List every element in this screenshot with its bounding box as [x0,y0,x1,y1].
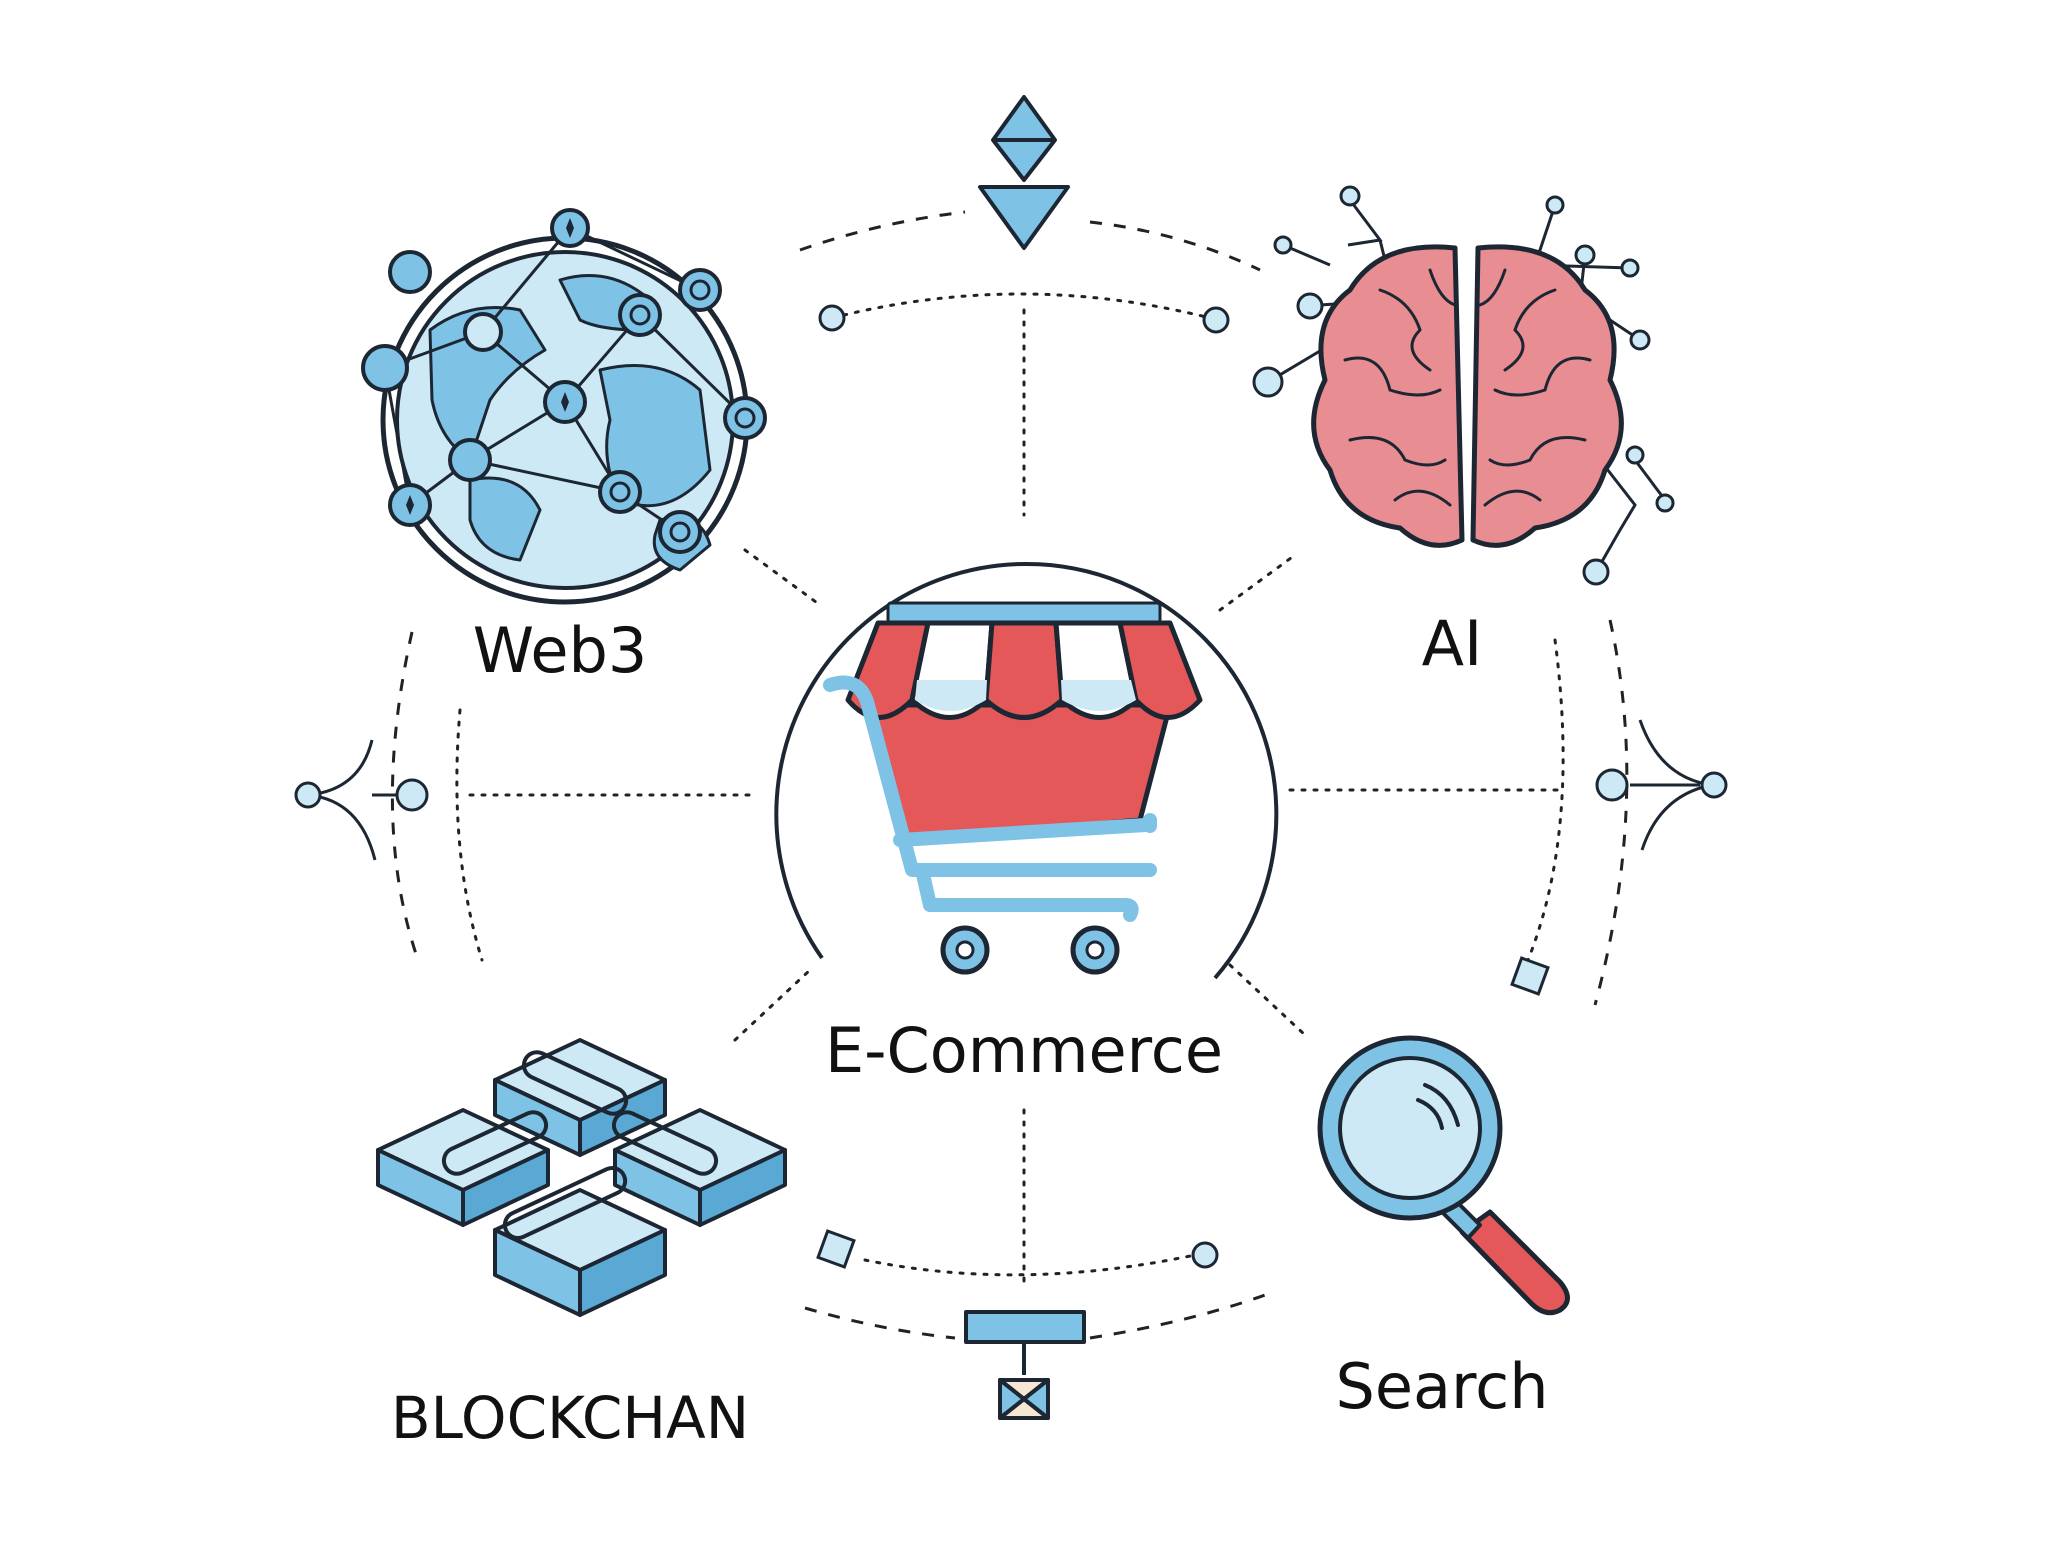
bottom-outer-right-arc [1089,1293,1266,1340]
node-ai: AI [1252,185,1675,680]
right-outer-arc [1593,619,1629,1006]
globe-network-icon [361,208,767,605]
diag-top-left [743,548,822,607]
top-diamond-icon [978,95,1070,250]
left-outer-arc [390,631,420,961]
bottom-inner-arc [863,1253,1197,1277]
diag-top-right [1218,553,1297,612]
node-label-web3: Web3 [473,614,648,687]
shopping-cart-icon [823,601,1203,975]
node-top-left [818,304,846,332]
node-label-search: Search [1335,1350,1548,1423]
node-label-ai: AI [1422,607,1483,680]
right-splitter [1595,719,1728,851]
node-top-right [1202,306,1230,334]
hub-ecommerce: E-Commerce [774,562,1279,1087]
top-right-arc [1089,220,1261,272]
top-left-arc [799,210,966,252]
node-search: Search [1317,1035,1570,1423]
linked-blocks-icon [376,1038,787,1317]
top-inner-arc [830,292,1212,320]
bottom-outer-left-arc [804,1306,956,1340]
left-splitter [294,739,429,861]
node-web3: Web3 [361,208,767,687]
bottom-bar-icon [964,1310,1086,1420]
diag-bottom-right [1228,963,1307,1037]
node-label-blockchain: BLOCKCHAN [391,1384,749,1452]
left-inner-arc [455,708,484,962]
right-inner-arc [1526,638,1565,962]
node-right-square [1510,956,1550,996]
connector-lines [390,210,1629,1340]
connector-nodes [816,304,1550,1269]
diag-bottom-left [733,968,812,1042]
hub-label: E-Commerce [825,1014,1223,1087]
node-bottom-left-square [816,1229,856,1269]
magnifier-icon [1317,1035,1570,1316]
hub-ring [774,562,1279,980]
brain-network-icon [1252,185,1675,586]
node-blockchain: BLOCKCHAN [376,1038,787,1452]
node-bottom-right [1191,1241,1219,1269]
